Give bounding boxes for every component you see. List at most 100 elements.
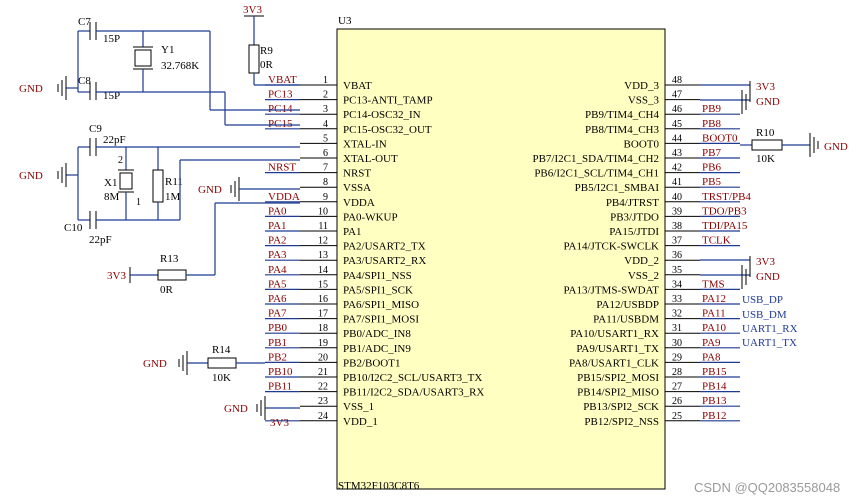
left-net-label: VDDA [268,191,300,203]
left-net-label: NRST [268,162,296,174]
left-pin-name: XTAL-IN [343,138,387,150]
right-pin-number: 33 [672,294,682,305]
right-pin-number: 36 [672,250,682,261]
r9-value: 0R [260,59,274,71]
r35-gnd-label: GND [756,271,780,283]
r11-value: 1M [165,191,181,203]
c7-value: 15P [103,33,120,45]
r10-ref: R10 [756,127,775,139]
left-pin-number: 18 [318,323,328,334]
vss1-gnd: GND [224,396,300,420]
r13-3v3-label: 3V3 [107,270,126,282]
right-pin-name: VSS_3 [628,95,660,107]
usb-uart-labels: USB_DP USB_DM UART1_RX UART1_TX [742,294,798,349]
right-pin-number: 44 [672,133,682,144]
left-pin-name: PB2/BOOT1 [343,357,400,369]
right-pin-number: 34 [672,279,682,290]
right-pin-number: 40 [672,192,682,203]
right-pin-number: 31 [672,323,682,334]
left-pin-number: 12 [318,236,328,247]
r10-value: 10K [756,153,775,165]
left-net-label: VBAT [268,74,297,86]
y1-value: 32.768K [161,60,199,72]
chip-body [336,28,666,490]
left-net-label: PA6 [268,293,287,305]
right-pin-name: PB9/TIM4_CH4 [585,109,659,121]
gnd-label-r14: GND [143,358,167,370]
gnd-label-r10: GND [824,141,848,153]
left-pin-number: 9 [323,192,328,203]
right-pin-name: PB6/I2C1_SCL/TIM4_CH1 [534,168,659,180]
left-net-label: PA1 [268,220,287,232]
right-pin-number: 48 [672,75,682,86]
r13-value: 0R [160,284,174,296]
x1-value: 8M [104,191,120,203]
left-net-label: PA5 [268,278,287,290]
right-net-label: BOOT0 [702,132,738,144]
right-net-label: TMS [702,278,725,290]
left-pin-number: 14 [318,265,328,276]
right-pin-name: PA11/USBDM [593,314,659,326]
right-net-label: PB14 [702,381,727,393]
left-pin-name: VDD_1 [343,416,378,428]
c9-ref: C9 [89,123,102,135]
right-pin-number: 41 [672,177,682,188]
right-pin-number: 28 [672,367,682,378]
right-pin-number: 30 [672,338,682,349]
right-pin-number: 42 [672,163,682,174]
y1-ref: Y1 [161,44,174,56]
right-pin-name: PB8/TIM4_CH3 [585,124,659,136]
left-pin-number: 24 [318,411,328,422]
right-net-label: TCLK [702,235,731,247]
left-pin-name: PA4/SPI1_NSS [343,270,412,282]
r13-vdda: 3V3 R13 0R [107,202,300,296]
left-pin-name: PA1 [343,226,362,238]
right-net-label: PB7 [702,147,721,159]
right-pin-number: 32 [672,309,682,320]
left-pin-number: 16 [318,294,328,305]
right-pin-name: PB5/I2C1_SMBAI [575,182,660,194]
left-pin-name: VDDA [343,197,375,209]
right-pin-name: PA10/USART1_RX [570,328,659,340]
left-pin-name: PA6/SPI1_MISO [343,299,419,311]
right-pin-number: 38 [672,221,682,232]
right-pin-name: PA13/JTMS-SWDAT [563,284,659,296]
r13-ref: R13 [160,253,179,265]
right-net-label: PB8 [702,118,721,130]
right-pin-number: 29 [672,352,682,363]
x1-pin-a: 2 [118,155,123,166]
left-net-label: PC14 [268,103,293,115]
left-pin-number: 21 [318,367,328,378]
left-pin-number: 3 [323,104,328,115]
right-pin-number: 25 [672,411,682,422]
right-pin-name: VDD_2 [624,255,659,267]
chip-part: STM32F103C8T6 [338,480,420,492]
left-pin-number: 1 [323,75,328,86]
left-net-label: PC15 [268,118,293,130]
left-pin-number: 7 [323,163,328,174]
left-net-label: PA2 [268,235,287,247]
right-pin-name: PA15/JTDI [609,226,659,238]
left-net-label: PC13 [268,89,293,101]
r9-vbat: 3V3 R9 0R [243,4,300,86]
right-pin-name: PA14/JTCK-SWCLK [563,241,659,253]
right-net-label: PA11 [702,308,726,320]
left-pin-number: 10 [318,206,328,217]
r14-value: 10K [212,372,231,384]
r47-gnd-label: GND [756,96,780,108]
hse-oscillator: C9 22pF 2 1 X1 8M R11 1M C10 22pF [19,123,300,246]
left-pin-number: 22 [318,382,328,393]
r10-boot0: R10 10K GND [740,127,848,165]
right-net-label: PB12 [702,410,726,422]
x1-ref: X1 [104,177,117,189]
right-pin-name: PB7/I2C1_SDA/TIM4_CH2 [532,153,659,165]
left-pin-number: 19 [318,338,328,349]
r48-3v3-label: 3V3 [756,81,775,93]
right-net-label: PB13 [702,395,727,407]
left-pin-number: 11 [318,221,328,232]
r14-boot1: GND R14 10K [143,344,265,384]
left-pin-name: PB0/ADC_IN8 [343,328,411,340]
r9-ref: R9 [260,45,273,57]
